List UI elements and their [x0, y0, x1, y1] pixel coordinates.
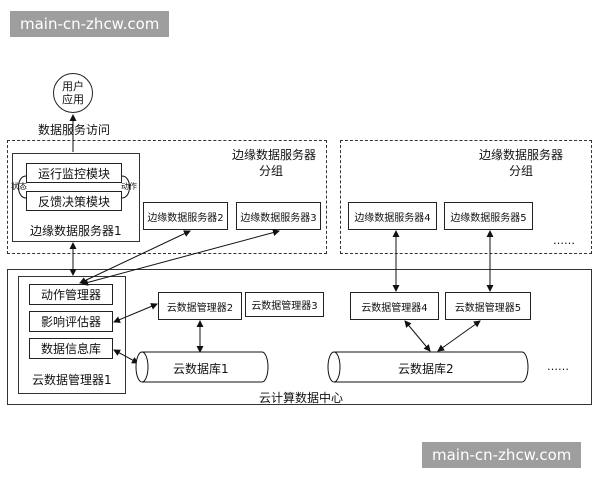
user-application-line2: 应用 — [62, 93, 84, 106]
connector-cloud1-cloud2 — [113, 303, 158, 323]
edge-server-3: 边缘数据服务器3 — [236, 202, 321, 230]
cloud-manager-1-name: 云数据管理器1 — [32, 373, 112, 387]
cloud-database-2: 云数据库2 — [398, 362, 454, 376]
edge-server-5: 边缘数据服务器5 — [444, 202, 533, 230]
connector-cloud4-db2 — [404, 320, 431, 352]
cloud-center-label: 云计算数据中心 — [259, 391, 344, 405]
edge-server-4: 边缘数据服务器4 — [348, 202, 437, 230]
edge-group-right-title-line2: 分组 — [509, 164, 534, 178]
watermark-bottom: main-cn-zhcw.com — [422, 442, 582, 468]
cloud-manager-5: 云数据管理器5 — [445, 292, 531, 320]
cloud-data-center — [7, 269, 592, 405]
edge-group-left-title-line1: 边缘数据服务器 — [232, 148, 317, 162]
connector-cloud5-db2 — [437, 320, 481, 352]
edge-group-right-title-line1: 边缘数据服务器 — [479, 148, 564, 162]
cloud-more: …… — [547, 360, 569, 373]
monitoring-module: 运行监控模块 — [26, 163, 122, 183]
cloud-manager-1 — [18, 276, 126, 394]
user-application-node: 用户 应用 — [53, 73, 93, 113]
cloud-manager-4: 云数据管理器4 — [350, 292, 439, 320]
edge-server-1 — [12, 153, 140, 242]
connector-edge2-cloud1 — [79, 230, 191, 284]
edge-server-group-right — [340, 140, 592, 254]
edge-group-left-title-line2: 分组 — [259, 164, 284, 178]
cloud-database-2-shape — [327, 351, 529, 383]
connector-cloud1-db1 — [113, 349, 139, 364]
cloud-database-1: 云数据库1 — [173, 362, 229, 376]
data-info-database: 数据信息库 — [29, 338, 113, 359]
cloud-database-1-shape — [135, 351, 269, 383]
cloud-manager-3: 云数据管理器3 — [245, 292, 324, 317]
action-manager: 动作管理器 — [29, 284, 113, 305]
user-application-line1: 用户 — [62, 80, 84, 93]
connector-action-loop — [121, 175, 130, 199]
feedback-decision-module: 反馈决策模块 — [26, 191, 122, 211]
watermark-top: main-cn-zhcw.com — [10, 11, 170, 37]
cloud-manager-2: 云数据管理器2 — [158, 292, 242, 320]
edge-group-right-more: …… — [553, 234, 575, 247]
data-service-access-label: 数据服务访问 — [38, 123, 111, 137]
connector-edge3-cloud1 — [81, 229, 280, 286]
impact-evaluator: 影响评估器 — [29, 311, 113, 332]
connector-state-loop — [18, 175, 27, 199]
